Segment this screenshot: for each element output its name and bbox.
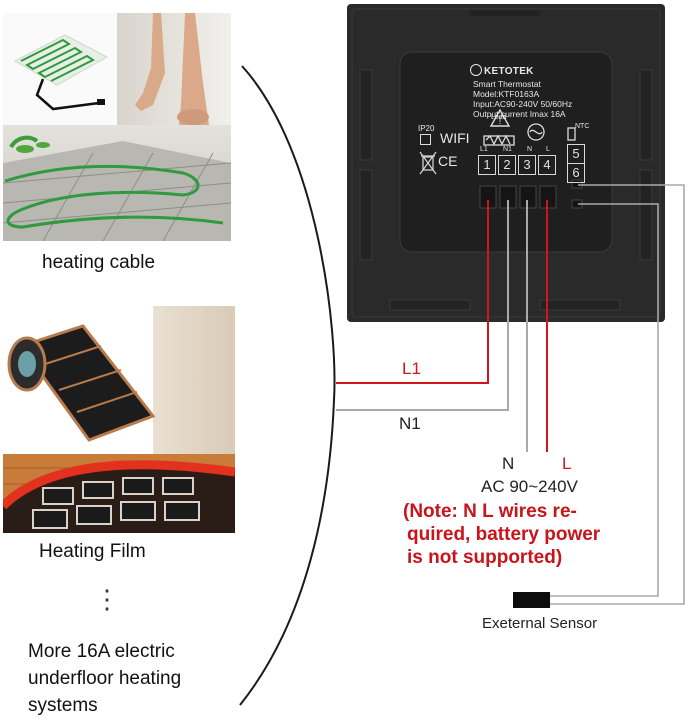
note-line-1: (Note: N L wires re- xyxy=(403,501,577,522)
terminal-tag-l: L xyxy=(546,146,550,153)
terminal-1: 1 xyxy=(478,155,496,175)
external-sensor-label: Exeternal Sensor xyxy=(482,615,598,632)
note-line-3: is not supported) xyxy=(407,547,563,568)
terminal-6: 6 xyxy=(567,163,585,183)
heating-cable-photo xyxy=(3,13,231,241)
terminal-tag-l1: L1 xyxy=(480,146,488,153)
more-systems-line-1: More 16A electric xyxy=(28,641,175,662)
note-line-2: quired, battery power xyxy=(407,524,601,545)
brand-logo: KETOTEK xyxy=(470,64,534,77)
terminal-tag-n1: N1 xyxy=(503,146,512,153)
svg-text:!: ! xyxy=(499,116,502,127)
warning-icon: ! xyxy=(489,108,511,127)
brand-name: KETOTEK xyxy=(484,66,534,77)
l-wire-label: L xyxy=(562,454,572,473)
terminal-4: 4 xyxy=(538,155,556,175)
grouping-curve xyxy=(239,65,336,706)
heating-cable-label: heating cable xyxy=(42,252,156,273)
n-wire-label: N xyxy=(502,454,515,473)
ce-mark: CE xyxy=(438,153,458,169)
spec-line-2: Model:KTF0163A xyxy=(473,89,540,99)
supply-voltage-label: AC 90~240V xyxy=(481,477,578,496)
ntc-label: NTC xyxy=(575,123,590,130)
terminal-2: 2 xyxy=(498,155,516,175)
terminal-3: 3 xyxy=(518,155,536,175)
spec-line-3: Input:AC90-240V 50/60Hz xyxy=(473,99,573,109)
spec-line-1: Smart Thermostat xyxy=(473,79,541,89)
heating-film-label: Heating Film xyxy=(39,541,146,562)
more-systems-line-2: underfloor heating xyxy=(28,668,182,689)
more-systems-line-3: systems xyxy=(28,695,98,716)
l1-wire-label: L1 xyxy=(402,359,421,378)
terminal-tag-n: N xyxy=(527,146,533,153)
more-dots: ⋮ xyxy=(94,584,120,614)
sensor-probe-icon xyxy=(513,592,550,608)
ip-square xyxy=(420,134,431,145)
wifi-label: WIFI xyxy=(440,130,470,146)
n1-wire-label: N1 xyxy=(399,414,421,433)
spec-line-4: Output:current Imax 16A xyxy=(473,109,566,119)
terminal-5: 5 xyxy=(567,144,585,164)
heating-film-photo xyxy=(3,306,235,533)
ip-rating: IP20 xyxy=(418,124,435,133)
load-label: Load xyxy=(491,114,507,121)
weee-bin-icon xyxy=(419,151,437,175)
